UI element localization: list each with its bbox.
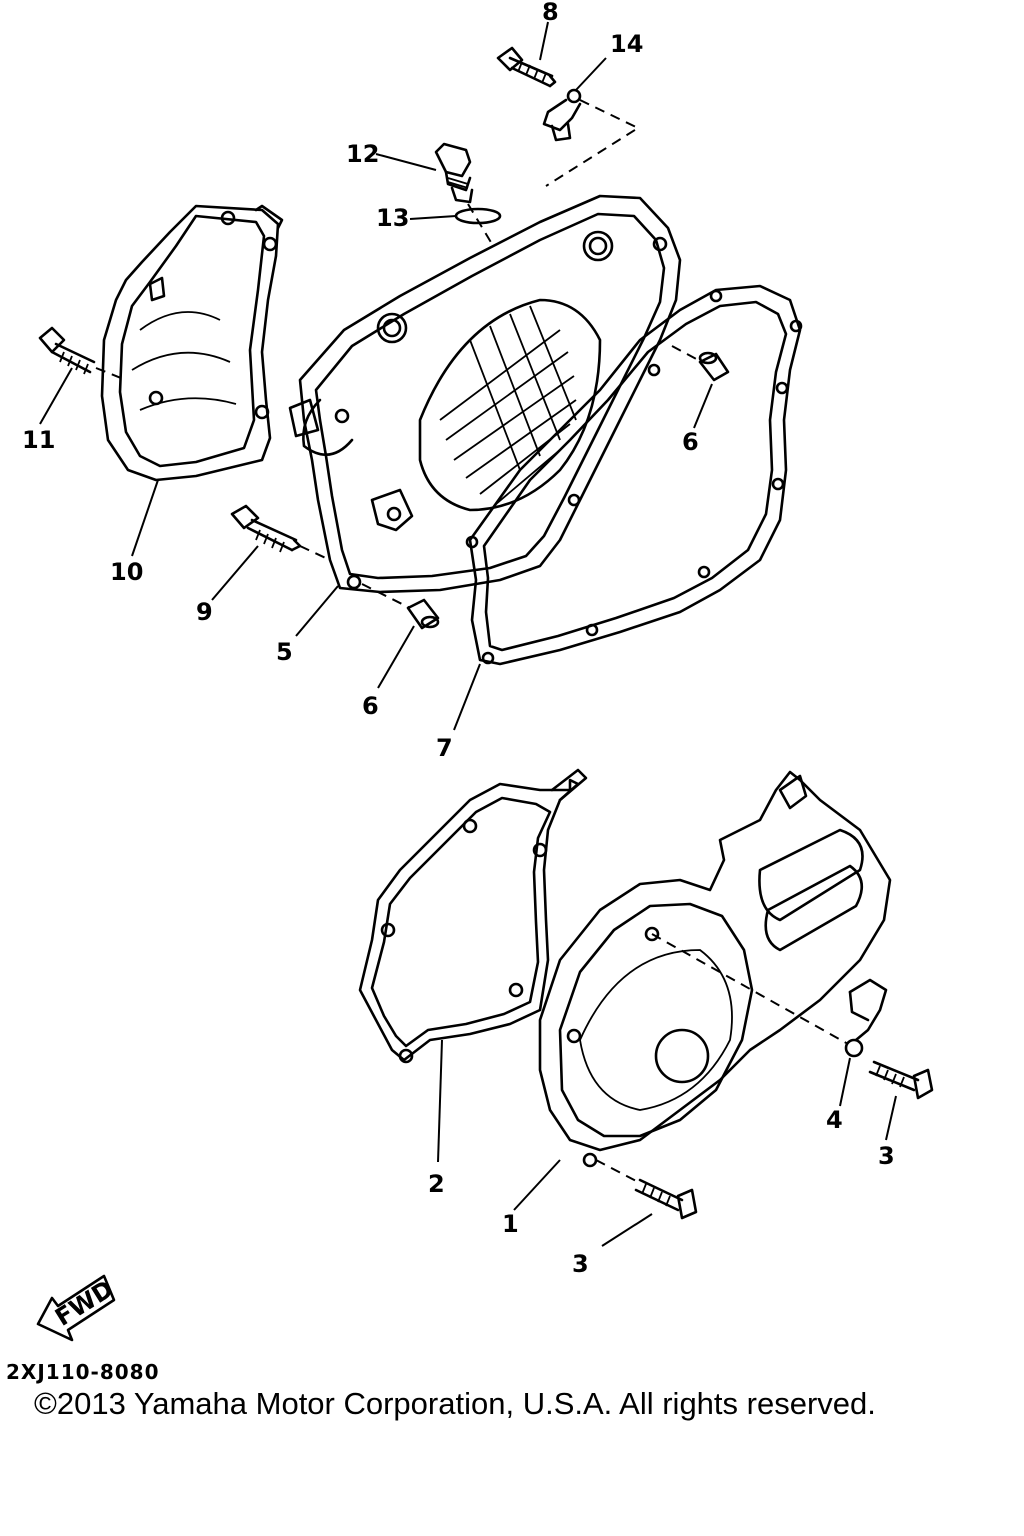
part-4-clamp	[844, 978, 888, 1058]
callout-7: 7	[436, 734, 453, 762]
part-14-clamp	[542, 88, 582, 142]
part-12-plug	[434, 142, 474, 204]
leader-6-lower	[377, 625, 415, 689]
callout-10: 10	[110, 558, 143, 586]
callout-5: 5	[276, 638, 293, 666]
callout-3-right: 3	[878, 1142, 895, 1170]
assembly-line-11	[95, 367, 127, 381]
callout-8: 8	[542, 0, 559, 26]
copyright-notice: ©2013 Yamaha Motor Corporation, U.S.A. A…	[34, 1386, 876, 1421]
diagram-code: 2XJ110-8080	[6, 1360, 160, 1384]
leader-12	[375, 153, 437, 171]
assembly-line-4	[651, 933, 849, 1045]
callout-1: 1	[502, 1210, 519, 1238]
leader-7	[453, 663, 481, 731]
assembly-line-6-lower	[361, 583, 411, 609]
callout-9: 9	[196, 598, 213, 626]
part-10-side-cover	[100, 204, 284, 482]
leader-10	[131, 479, 159, 557]
assembly-line-3-bottom	[595, 1159, 639, 1183]
leader-6-upper	[693, 383, 713, 429]
assembly-line-6-upper	[671, 345, 703, 363]
leader-3-bottom	[601, 1213, 653, 1247]
assembly-line-12	[467, 203, 493, 245]
callout-12: 12	[346, 140, 379, 168]
fwd-arrow: FWD	[36, 1275, 118, 1342]
fwd-label: FWD	[50, 1275, 118, 1332]
leader-2	[437, 1039, 443, 1163]
leader-1	[513, 1159, 561, 1211]
leader-3-right	[885, 1095, 897, 1141]
assembly-line-14	[545, 99, 641, 187]
part-3-bolt-right	[868, 1060, 934, 1100]
leader-13	[409, 215, 457, 220]
callout-13: 13	[376, 204, 409, 232]
callout-4: 4	[826, 1106, 843, 1134]
leader-11	[39, 367, 73, 425]
part-8-bolt	[496, 46, 557, 88]
leader-14	[575, 57, 607, 91]
part-6-dowel-upper	[698, 351, 730, 382]
callout-14: 14	[610, 30, 643, 58]
part-2-gasket	[358, 768, 588, 1064]
leader-5	[295, 585, 339, 637]
leader-4	[839, 1057, 851, 1107]
leader-9	[211, 545, 259, 601]
part-6-dowel-lower	[406, 598, 440, 630]
part-11-bolt	[38, 326, 96, 375]
leader-8	[539, 21, 549, 61]
assembly-line-9	[299, 545, 331, 561]
callout-6-lower: 6	[362, 692, 379, 720]
part-5-crankcase-cover	[288, 194, 682, 594]
callout-11: 11	[22, 426, 55, 454]
part-3-bolt-bottom	[634, 1178, 698, 1220]
callout-2: 2	[428, 1170, 445, 1198]
part-9-bolt	[230, 504, 302, 553]
callout-3-bottom: 3	[572, 1250, 589, 1278]
part-1-cover	[538, 770, 892, 1168]
part-7-gasket	[465, 284, 803, 666]
callout-6-upper: 6	[682, 428, 699, 456]
